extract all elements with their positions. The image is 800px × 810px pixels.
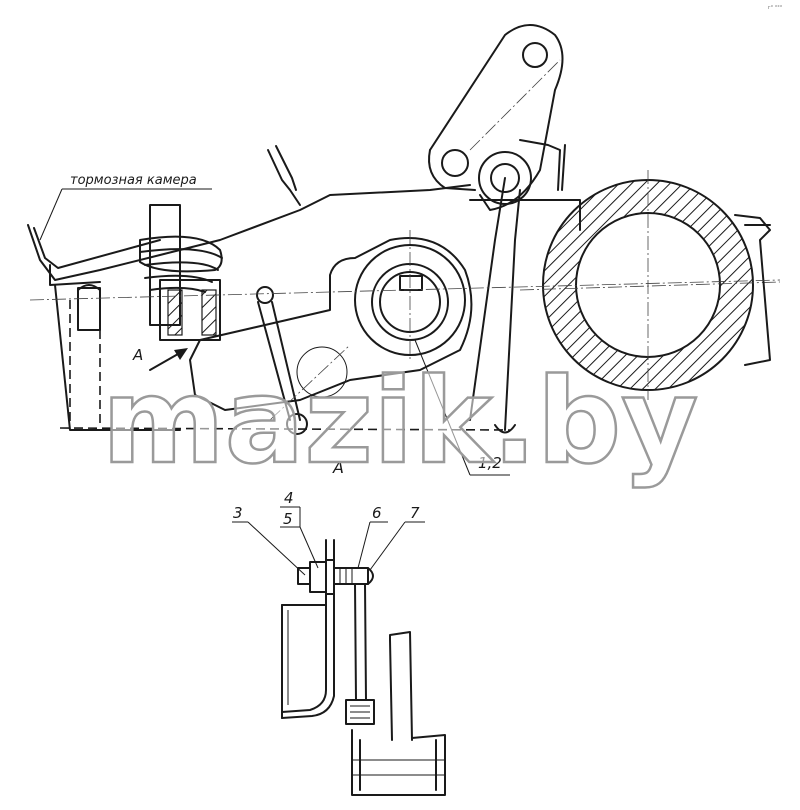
ref-5-label: 5 <box>283 510 293 528</box>
adjusting-rod <box>256 286 351 435</box>
main-assembly-view: A тормозная камера 1,2 A <box>27 24 781 477</box>
callout-1-2: 1,2 <box>414 339 510 476</box>
view-arrow-label: A <box>132 346 143 364</box>
camshaft-section <box>519 170 781 400</box>
detail-bracket <box>281 539 335 719</box>
corner-mark: г° °°° <box>768 5 783 11</box>
mounting-bracket <box>54 284 511 431</box>
callout-brake-chamber: тормозная камера <box>39 173 212 241</box>
detail-link-rod <box>345 583 375 725</box>
ref-6-label: 6 <box>372 504 382 522</box>
ref-1-2-label: 1,2 <box>478 454 502 472</box>
ref-4-label: 4 <box>284 489 294 507</box>
detail-callouts: 3 4 5 6 7 <box>232 489 425 576</box>
brake-chamber-label: тормозная камера <box>70 173 197 188</box>
ref-7-label: 7 <box>410 504 420 522</box>
brake-chamber <box>27 145 471 341</box>
watermark: mazik.by <box>102 352 698 490</box>
detail-view-a: 3 4 5 6 7 <box>232 489 446 796</box>
detail-bolt-assembly <box>297 559 374 595</box>
lever-body <box>189 199 581 411</box>
view-arrow-a: A <box>132 346 188 371</box>
ref-3-label: 3 <box>233 504 243 522</box>
detail-lever-hub <box>351 631 446 796</box>
view-title-a: A <box>332 458 344 477</box>
